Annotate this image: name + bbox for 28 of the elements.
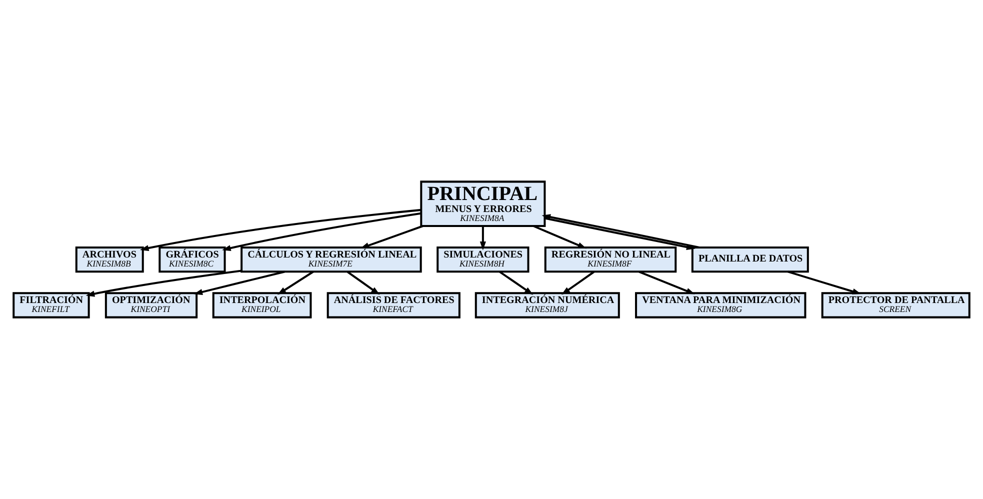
arrow bbox=[532, 225, 587, 249]
node-box: INTERPOLACIÓN KINEIPOL bbox=[212, 292, 312, 318]
node-box: OPTIMIZACIÓN KINEOPTI bbox=[104, 292, 198, 318]
arrow bbox=[561, 271, 594, 295]
arrow bbox=[194, 270, 285, 295]
node-box: FILTRACIÓN KINEFILT bbox=[12, 292, 90, 318]
arrow bbox=[544, 217, 696, 250]
node-box: PLANILLA DE DATOS bbox=[691, 246, 809, 273]
node-box: INTEGRACIÓN NUMÉRICA KINESIM8J bbox=[474, 292, 620, 318]
arrow bbox=[788, 270, 862, 294]
arrow bbox=[480, 226, 486, 250]
arrow bbox=[277, 270, 314, 295]
arrow bbox=[86, 270, 242, 297]
node-box: REGRESIÓN NO LINEAL KINESIM8F bbox=[544, 246, 677, 273]
arrow bbox=[499, 270, 534, 295]
arrow bbox=[360, 225, 424, 248]
arrow bbox=[347, 271, 380, 295]
arrow bbox=[222, 212, 422, 252]
node-box: CÁLCULOS Y REGRESIÓN LINEAL KINESIM7E bbox=[240, 246, 422, 273]
node-box: ANÁLISIS DE FACTORES KINEFACT bbox=[326, 292, 460, 318]
arrow bbox=[140, 208, 422, 252]
node-box: PROTECTOR DE PANTALLA SCREEN bbox=[821, 292, 970, 318]
arrow bbox=[542, 214, 700, 248]
node-box: VENTANA PARA MINIMIZACIÓN KINESIM8G bbox=[635, 292, 806, 318]
node-box: GRÁFICOS KINESIM8C bbox=[158, 246, 226, 273]
node-box: PRINCIPAL MENUS Y ERRORES KINESIM8A bbox=[420, 180, 546, 227]
node-box: ARCHIVOS KINESIM8B bbox=[75, 246, 144, 273]
node-box: SIMULACIONES KINESIM8H bbox=[436, 246, 530, 273]
